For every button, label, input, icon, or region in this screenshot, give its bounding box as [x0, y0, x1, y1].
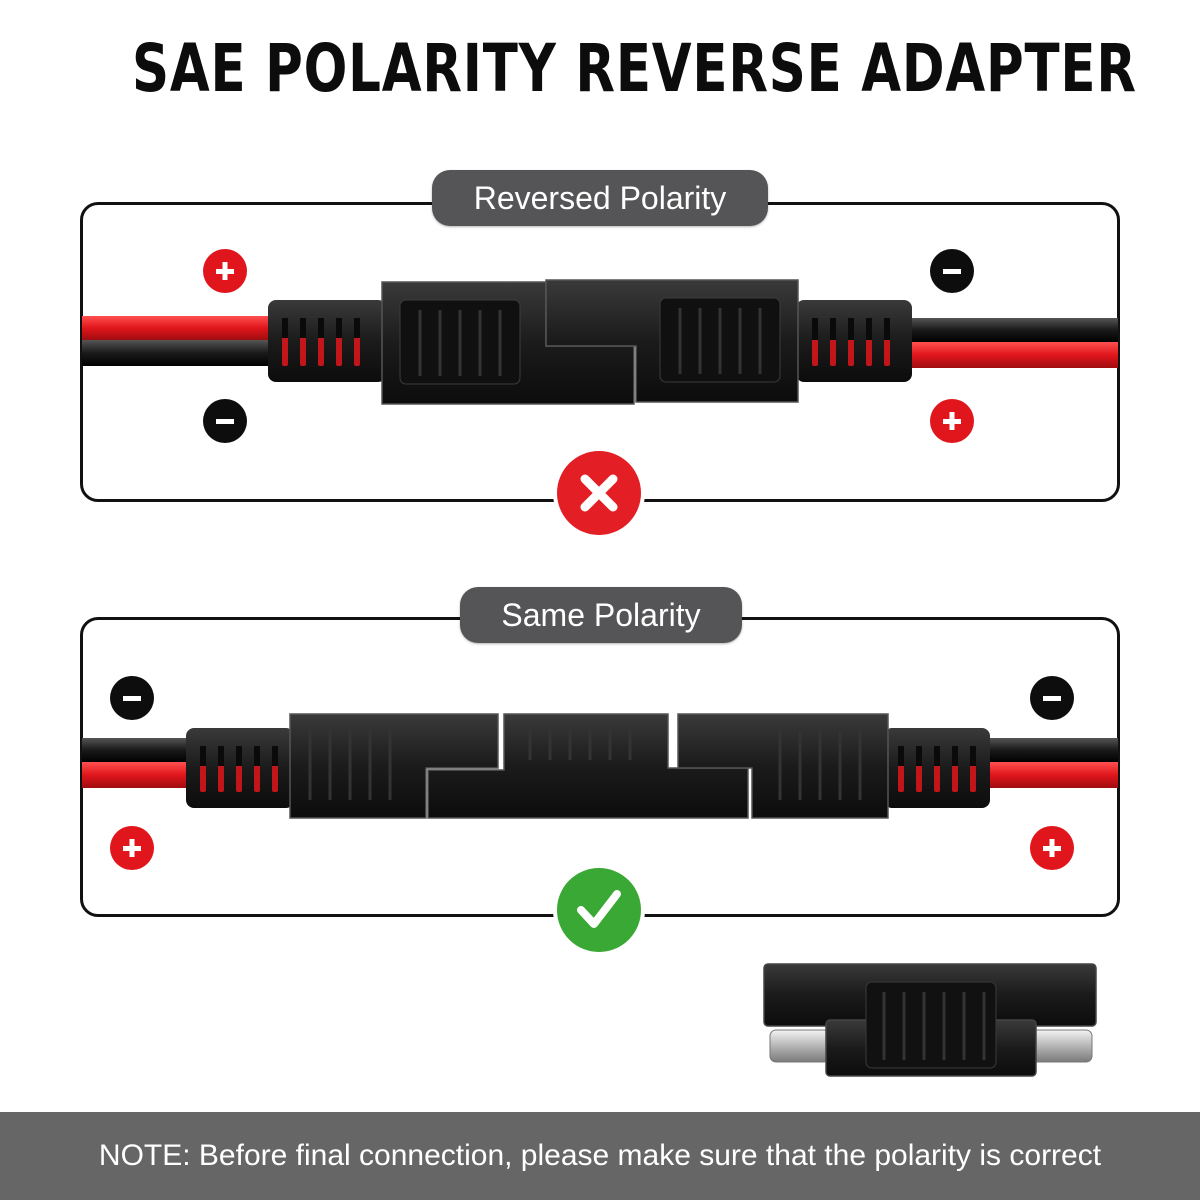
x-icon	[553, 447, 645, 539]
same-connector-body	[289, 713, 889, 819]
plus-icon	[110, 826, 154, 870]
reversed-polarity-label: Reversed Polarity	[432, 170, 768, 226]
reversed-connector-body	[381, 279, 799, 405]
minus-icon	[110, 676, 154, 720]
plus-icon	[930, 399, 974, 443]
minus-icon	[1030, 676, 1074, 720]
same-right-strain-relief	[884, 728, 990, 808]
reversed-right-strain-relief	[796, 300, 912, 382]
reversed-left-cable	[82, 316, 282, 366]
note-bar: NOTE: Before final connection, please ma…	[0, 1112, 1200, 1200]
same-right-cable	[982, 738, 1118, 788]
reversed-left-strain-relief	[268, 300, 386, 382]
same-left-strain-relief	[186, 728, 294, 808]
same-polarity-label: Same Polarity	[460, 587, 742, 643]
plus-icon	[1030, 826, 1074, 870]
minus-icon	[203, 399, 247, 443]
plus-icon	[203, 249, 247, 293]
same-left-cable	[82, 738, 202, 788]
sae-adapter-plug	[763, 963, 1097, 1077]
reversed-right-cable	[900, 318, 1118, 368]
minus-icon	[930, 249, 974, 293]
page-title: SAE POLARITY REVERSE ADAPTER	[132, 30, 1137, 107]
checkmark-icon	[553, 864, 645, 956]
